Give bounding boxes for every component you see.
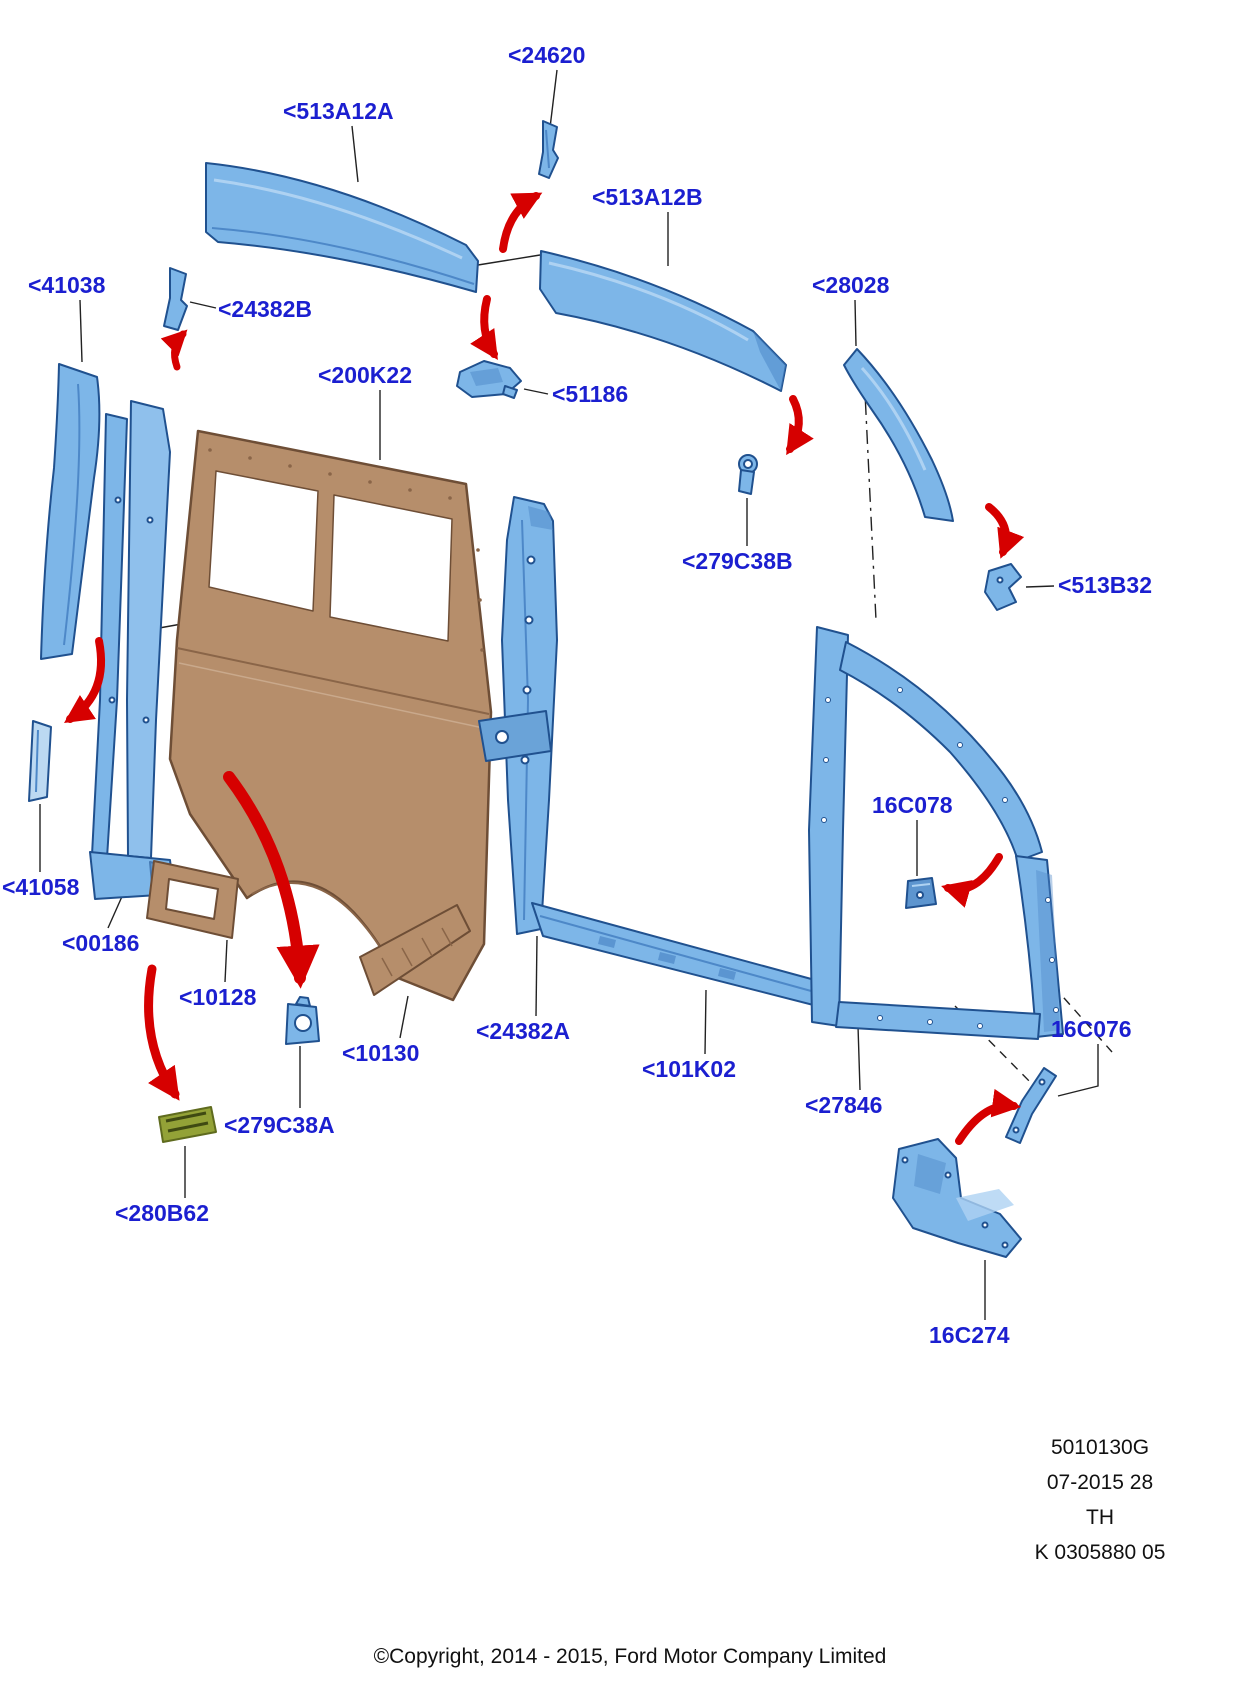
part-shape-513B32: [984, 563, 1022, 611]
part-label-10130[interactable]: <10130: [342, 1040, 420, 1066]
part-label-24382B[interactable]: <24382B: [218, 296, 312, 322]
drawing-revision: 07-2015 28: [1046, 1471, 1154, 1494]
arrow-to-280B62: [144, 964, 180, 1101]
part-label-41058[interactable]: <41058: [2, 874, 80, 900]
part-shape-200K22-panel: [168, 429, 493, 1002]
arrow-to-16C078: [941, 853, 1003, 908]
part-label-16C076[interactable]: 16C076: [1051, 1016, 1132, 1042]
part-shape-513A12A: [205, 162, 479, 293]
arrow-to-51186: [470, 295, 498, 361]
part-shape-279C38A: [285, 996, 320, 1045]
part-shape-27846-frame: [808, 626, 1064, 1040]
part-label-16C274[interactable]: 16C274: [929, 1322, 1010, 1348]
part-label-28028[interactable]: <28028: [812, 272, 890, 298]
part-shape-280B62: [158, 1106, 217, 1143]
drawing-number: 5010130G: [1050, 1436, 1150, 1459]
drawing-code: K 0305880 05: [1034, 1541, 1166, 1564]
arrow-to-279C38B: [786, 395, 814, 456]
part-shape-51186: [456, 360, 522, 399]
part-label-200K22[interactable]: <200K22: [318, 362, 412, 388]
part-shape-16C274: [892, 1138, 1022, 1258]
part-shape-513A12B: [539, 250, 787, 392]
part-shape-41038: [40, 363, 101, 660]
part-label-00186[interactable]: <00186: [62, 930, 140, 956]
part-shape-10130: [359, 904, 471, 996]
leader-lines: [39, 69, 1113, 1320]
part-label-24620[interactable]: <24620: [508, 42, 586, 68]
part-shape-10128: [146, 860, 239, 939]
part-label-279C38B[interactable]: <279C38B: [682, 548, 793, 574]
part-shape-101K02-sill: [531, 902, 830, 1010]
part-label-51186[interactable]: <51186: [552, 381, 629, 407]
part-shape-279C38B: [738, 454, 758, 495]
arrow-to-16C076: [955, 1088, 1022, 1145]
arrow-to-41058: [64, 637, 106, 723]
part-shape-16C078: [905, 877, 937, 909]
arrow-to-24382B: [160, 329, 188, 371]
part-shape-24620: [538, 120, 559, 179]
part-label-513A12B[interactable]: <513A12B: [592, 184, 703, 210]
part-label-513B32[interactable]: <513B32: [1058, 572, 1152, 598]
part-label-279C38A[interactable]: <279C38A: [224, 1112, 335, 1138]
part-label-10128[interactable]: <10128: [179, 984, 257, 1010]
weld-dots: [208, 448, 484, 652]
part-shape-16C076: [1005, 1067, 1057, 1144]
part-label-101K02[interactable]: <101K02: [642, 1056, 736, 1082]
part-shape-28028: [843, 348, 954, 522]
part-label-41038[interactable]: <41038: [28, 272, 106, 298]
red-direction-arrows: [64, 192, 1025, 1145]
drawing-sheet: TH: [1086, 1506, 1114, 1529]
arrow-to-279C38A: [223, 771, 320, 989]
part-shape-41058: [28, 720, 52, 802]
arrow-to-24620: [499, 192, 543, 253]
frame-holes: [821, 687, 1059, 1029]
part-label-24382A[interactable]: <24382A: [476, 1018, 570, 1044]
part-shape-24382A-pillar: [478, 496, 558, 935]
part-label-513A12A[interactable]: <513A12A: [283, 98, 394, 124]
drawing-info-block: 5010130G 07-2015 28 TH K 0305880 05: [1005, 1430, 1195, 1570]
part-label-16C078[interactable]: 16C078: [872, 792, 953, 818]
part-label-27846[interactable]: <27846: [805, 1092, 883, 1118]
part-shape-24382B: [163, 267, 188, 331]
arrow-to-513B32: [985, 503, 1025, 559]
copyright-notice: ©Copyright, 2014 - 2015, Ford Motor Comp…: [373, 1645, 887, 1668]
part-label-280B62[interactable]: <280B62: [115, 1200, 209, 1226]
